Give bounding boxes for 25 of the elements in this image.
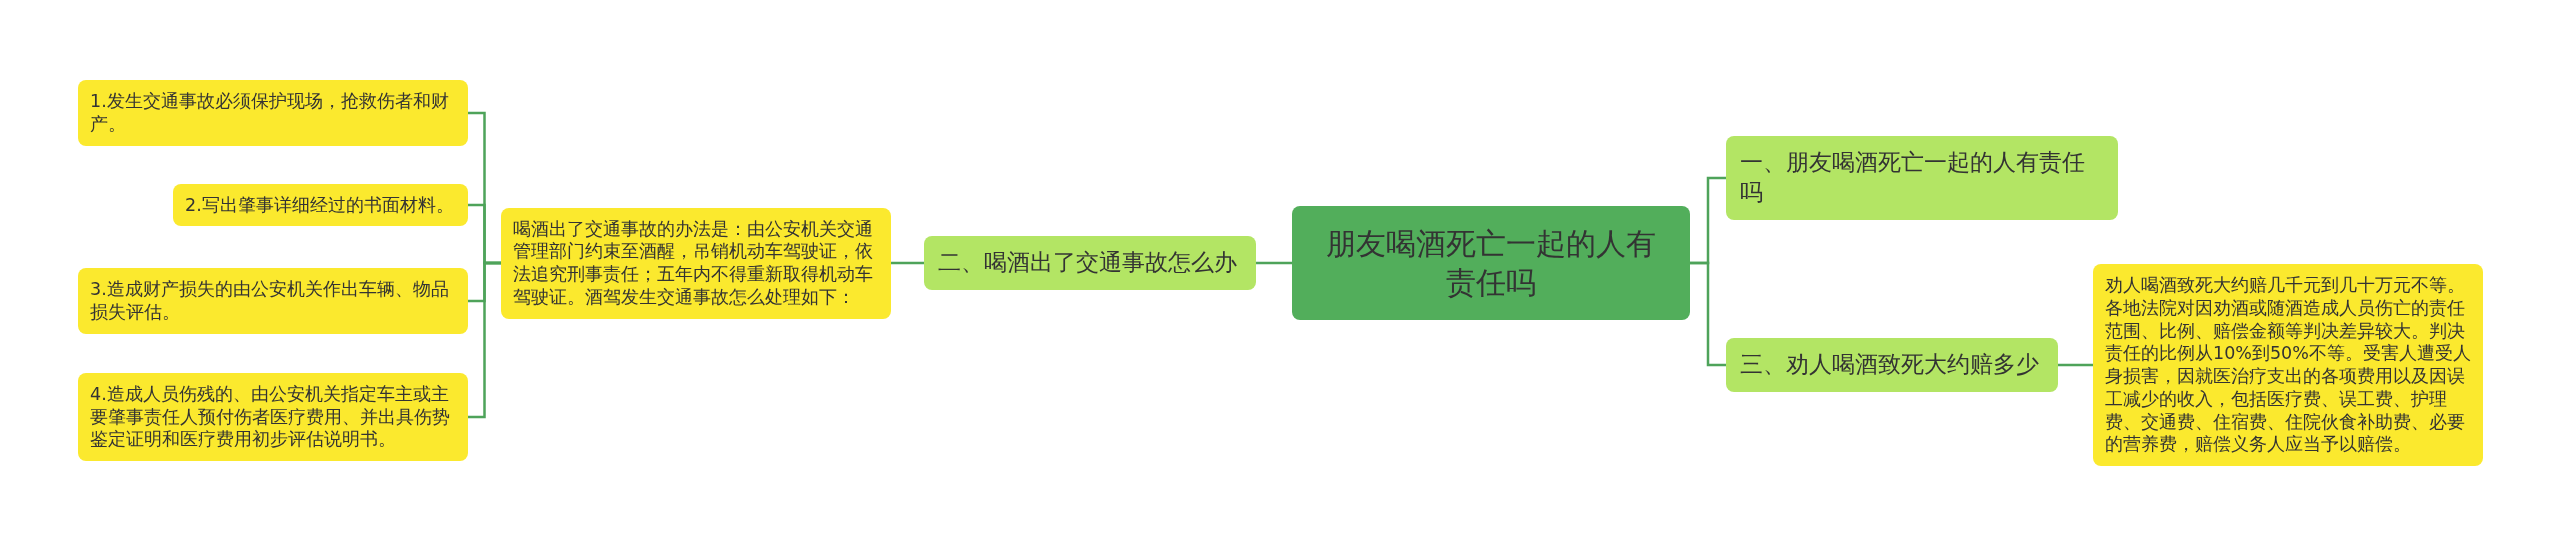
detail-note-box bbox=[78, 80, 468, 146]
detail-note-box bbox=[173, 183, 468, 227]
topic-text: 1.发生交通事故必须保护现场，抢救伤者和财产。 bbox=[90, 90, 450, 136]
topic-text: 二、喝酒出了交通事故怎么办 bbox=[938, 248, 1237, 278]
detail-note-box bbox=[501, 207, 891, 319]
central-topic-box bbox=[1292, 206, 1690, 320]
detail-note-box bbox=[78, 372, 468, 462]
subtopic-box bbox=[1726, 338, 2058, 392]
connector-line bbox=[2058, 363, 2093, 367]
detail-note-box bbox=[2093, 264, 2483, 466]
connector-line bbox=[891, 261, 924, 265]
topic-text: 4.造成人员伤残的、由公安机关指定车主或主要肇事责任人预付伤者医疗费用、并出具伤势鉴定证明和医疗费用初步评估说明书。 bbox=[90, 382, 451, 452]
subtopic-box bbox=[1726, 136, 2118, 220]
connector-line bbox=[468, 261, 501, 419]
connector-line bbox=[1690, 261, 1726, 367]
topic-text: 劝人喝酒致死大约赔几千元到几十万元不等。各地法院对因劝酒或随酒造成人员伤亡的责任范围、比例、赔偿金额等判决差异较大。判决责任的比例从10%到50%不等。受害人遭受人身损害，因就医治疗支出的各项费用以及因误工减少的收入，包括医疗费、误工费、护理费、交通费、住宿费、住院伙食补助费、必要的营养费，赔偿义务人应当予以赔偿。 bbox=[2105, 274, 2471, 456]
connector-line bbox=[1256, 261, 1292, 265]
topic-text: 2.写出肇事详细经过的书面材料。 bbox=[185, 193, 454, 217]
detail-note-box bbox=[78, 268, 468, 334]
topic-text: 朋友喝酒死亡一起的人有责任吗 bbox=[1325, 225, 1657, 302]
topic-text: 一、朋友喝酒死亡一起的人有责任吗 bbox=[1740, 148, 2086, 207]
topic-text: 三、劝人喝酒致死大约赔多少 bbox=[1740, 350, 2039, 380]
topic-text: 喝酒出了交通事故的办法是：由公安机关交通管理部门约束至酒醒，吊销机动车驾驶证，依法追究刑事责任；五年内不得重新取得机动车驾驶证。酒驾发生交通事故怎么处理如下： bbox=[513, 217, 874, 309]
topic-text: 3.造成财产损失的由公安机关作出车辆、物品损失评估。 bbox=[90, 278, 450, 324]
subtopic-box bbox=[924, 236, 1256, 290]
